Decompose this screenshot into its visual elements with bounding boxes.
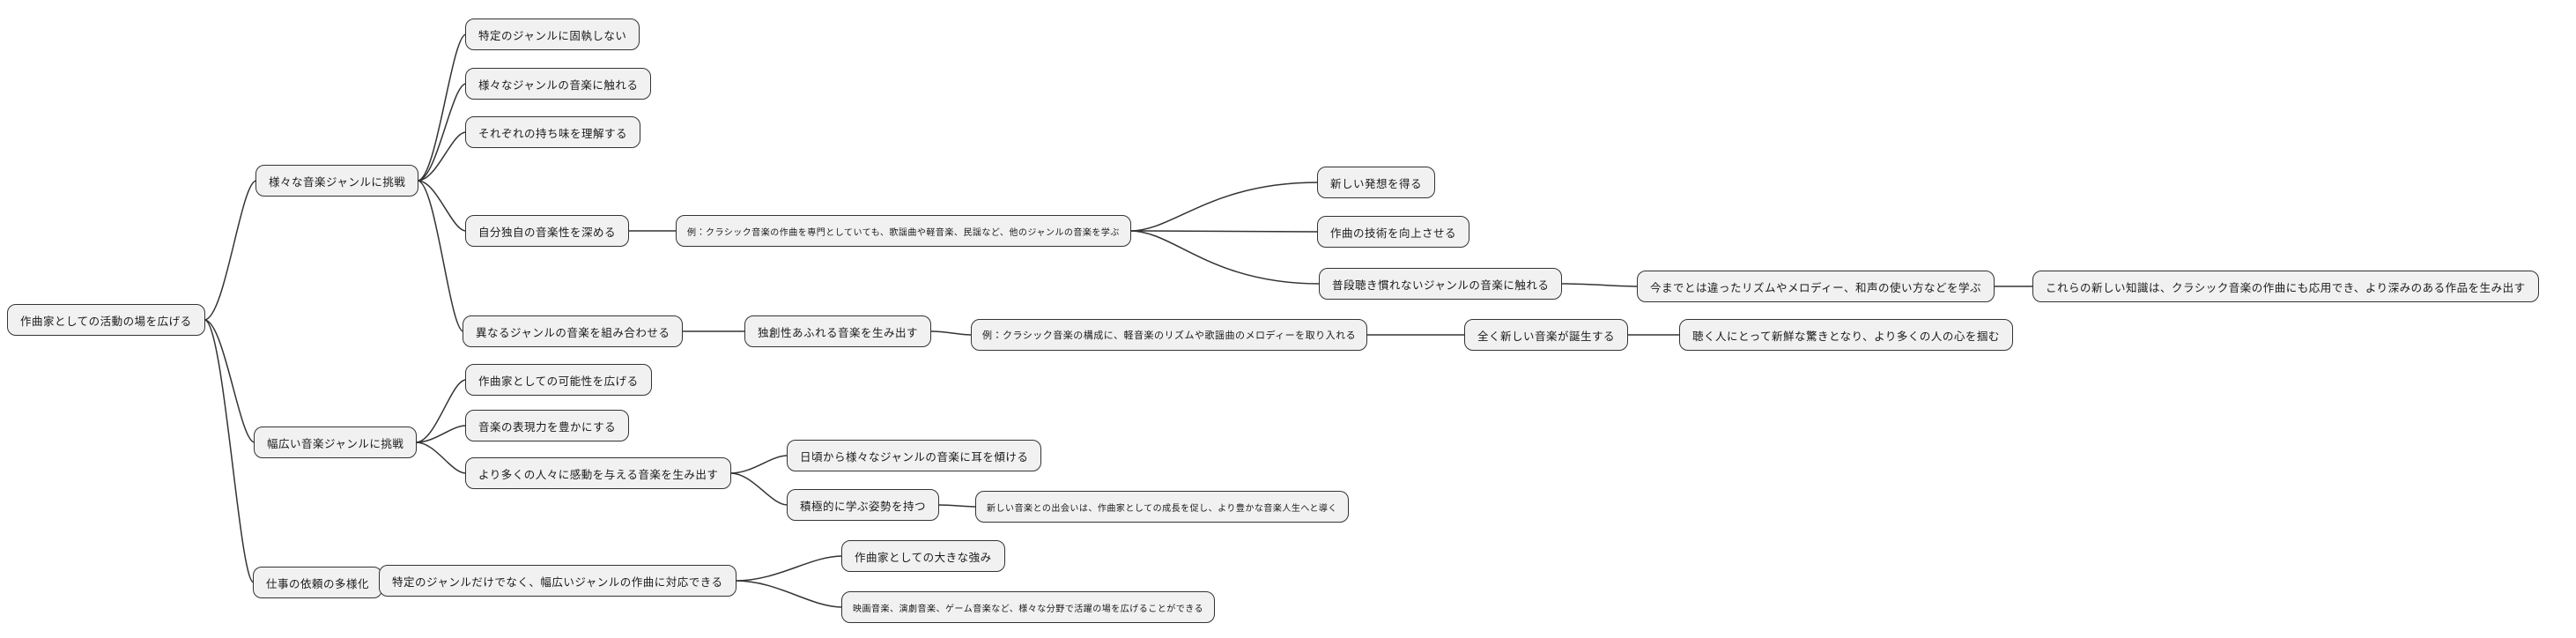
edge-d1-e2 <box>1129 230 1319 233</box>
node-label: 聴く人にとって新鮮な驚きとなり、より多くの人の心を掴む <box>1692 329 2000 343</box>
node-label: 日頃から様々なジャンルの音楽に耳を傾ける <box>800 449 1029 464</box>
node-label: 積極的に学ぶ姿勢を持つ <box>800 499 927 513</box>
node-label: 様々なジャンルの音楽に触れる <box>478 78 639 92</box>
edge-b1-c4 <box>417 180 467 232</box>
mindmap-node[interactable]: 新しい発想を得る <box>1317 167 1436 198</box>
node-label: 全く新しい音楽が誕生する <box>1477 329 1616 343</box>
mindmap-node[interactable]: 日頃から様々なジャンルの音楽に耳を傾ける <box>787 440 1042 471</box>
mindmap-node[interactable]: 作曲家としての可能性を広げる <box>465 364 652 396</box>
edge-e3-f1 <box>1560 283 1639 287</box>
edge-d1-e3 <box>1129 230 1321 285</box>
mindmap-node[interactable]: 自分独自の音楽性を深める <box>465 215 630 247</box>
mindmap-node[interactable]: これらの新しい知識は、クラシック音楽の作曲にも応用でき、より深みのある作品を生み… <box>2032 271 2539 302</box>
node-label: 今までとは違ったリズムやメロディー、和声の使い方などを学ぶ <box>1650 280 1982 294</box>
node-label: 独創性あふれる音楽を生み出す <box>758 325 919 339</box>
node-label: 普段聴き慣れないジャンルの音楽に触れる <box>1332 278 1550 292</box>
node-label: 仕事の依頼の多様化 <box>266 576 370 590</box>
node-label: これらの新しい知識は、クラシック音楽の作曲にも応用でき、より深みのある作品を生み… <box>2046 280 2526 294</box>
edge-root-b3 <box>204 319 255 583</box>
mindmap-node[interactable]: 普段聴き慣れないジャンルの音楽に触れる <box>1319 268 1563 300</box>
mindmap-node[interactable]: 新しい音楽との出会いは、作曲家としての成長を促し、より豊かな音楽人生へと導く <box>975 491 1349 523</box>
edge-c9-d6 <box>735 580 843 608</box>
mindmap-node-root[interactable]: 作曲家としての活動の場を広げる <box>7 304 205 336</box>
mindmap-node[interactable]: 作曲家としての大きな強み <box>841 540 1005 572</box>
mindmap-node[interactable]: 映画音楽、演劇音楽、ゲーム音楽など、様々な分野で活躍の場を広げることができる <box>841 591 1215 623</box>
edge-b2-c6 <box>415 379 467 443</box>
node-label: 様々な音楽ジャンルに挑戦 <box>269 174 406 189</box>
node-label: 特定のジャンルに固執しない <box>478 28 627 42</box>
edge-d1-e1 <box>1129 182 1319 232</box>
node-label: 音楽の表現力を豊かにする <box>478 419 617 434</box>
edge-b1-c3 <box>417 131 467 182</box>
node-label: それぞれの持ち味を理解する <box>478 126 628 140</box>
edge-root-b1 <box>204 180 257 321</box>
mindmap-node[interactable]: それぞれの持ち味を理解する <box>465 116 641 148</box>
node-label: 例：クラシック音楽の構成に、軽音楽のリズムや歌謡曲のメロディーを取り入れる <box>982 330 1357 341</box>
edge-b2-c8 <box>415 441 467 474</box>
edge-root-b2 <box>204 319 255 443</box>
node-label: 作曲家としての大きな強み <box>855 550 992 564</box>
edge-b1-c5 <box>417 180 464 332</box>
mindmap-node[interactable]: 独創性あふれる音楽を生み出す <box>744 315 932 347</box>
edge-c9-d5 <box>735 555 843 582</box>
mindmap-node[interactable]: 積極的に学ぶ姿勢を持つ <box>787 489 940 521</box>
node-label: 作曲の技術を向上させる <box>1330 226 1457 240</box>
mindmap-node[interactable]: 様々なジャンルの音楽に触れる <box>465 68 652 100</box>
edge-d2-e4 <box>929 330 973 336</box>
node-label: 自分独自の音楽性を深める <box>478 225 617 239</box>
mindmap-node[interactable]: 様々な音楽ジャンルに挑戦 <box>255 165 419 197</box>
edge-b1-c2 <box>417 83 467 182</box>
edge-d4-e5 <box>937 504 977 508</box>
mindmap-node[interactable]: 作曲の技術を向上させる <box>1317 216 1470 248</box>
node-label: 新しい音楽との出会いは、作曲家としての成長を促し、より豊かな音楽人生へと導く <box>987 503 1337 514</box>
mindmap-node[interactable]: 特定のジャンルに固執しない <box>465 19 640 50</box>
node-label: 異なるジャンルの音楽を組み合わせる <box>476 325 670 339</box>
edge-b2-c7 <box>415 425 467 443</box>
mindmap-node[interactable]: 異なるジャンルの音楽を組み合わせる <box>463 315 684 347</box>
mindmap-node[interactable]: 特定のジャンルだけでなく、幅広いジャンルの作曲に対応できる <box>379 565 737 597</box>
edge-c8-d3 <box>729 455 788 474</box>
node-label: 作曲家としての活動の場を広げる <box>20 314 192 328</box>
edge-b1-c1 <box>417 33 467 182</box>
node-label: 作曲家としての可能性を広げる <box>478 374 639 388</box>
mindmap-node[interactable]: 聴く人にとって新鮮な驚きとなり、より多くの人の心を掴む <box>1679 319 2013 351</box>
node-label: 幅広い音楽ジャンルに挑戦 <box>267 436 404 450</box>
mindmap-node[interactable]: より多くの人々に感動を与える音楽を生み出す <box>465 457 732 489</box>
edge-c8-d4 <box>729 472 788 506</box>
mindmap-node[interactable]: 全く新しい音楽が誕生する <box>1464 319 1629 351</box>
mindmap-node[interactable]: 今までとは違ったリズムやメロディー、和声の使い方などを学ぶ <box>1637 271 1995 302</box>
node-label: 例：クラシック音楽の作曲を専門としていても、歌謡曲や軽音楽、民謡など、他のジャン… <box>687 227 1120 238</box>
node-label: より多くの人々に感動を与える音楽を生み出す <box>478 467 719 481</box>
mindmap-node[interactable]: 例：クラシック音楽の構成に、軽音楽のリズムや歌謡曲のメロディーを取り入れる <box>971 319 1368 351</box>
mindmap-node[interactable]: 例：クラシック音楽の作曲を専門としていても、歌謡曲や軽音楽、民謡など、他のジャン… <box>676 215 1131 247</box>
mindmap-node[interactable]: 仕事の依頼の多様化 <box>253 567 383 598</box>
mindmap-node[interactable]: 幅広い音楽ジャンルに挑戦 <box>254 427 418 458</box>
node-label: 特定のジャンルだけでなく、幅広いジャンルの作曲に対応できる <box>392 575 723 589</box>
mindmap-node[interactable]: 音楽の表現力を豊かにする <box>465 410 630 441</box>
node-label: 映画音楽、演劇音楽、ゲーム音楽など、様々な分野で活躍の場を広げることができる <box>853 604 1203 614</box>
node-label: 新しい発想を得る <box>1330 176 1423 190</box>
